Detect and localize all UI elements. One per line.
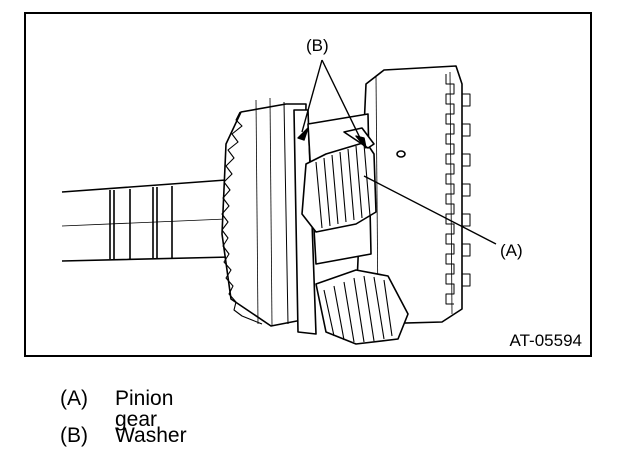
carrier-housing: [355, 65, 471, 325]
legend-key: (A): [60, 387, 88, 410]
pinion-gear-lower: [315, 269, 409, 345]
leader-lines: [297, 59, 497, 245]
shaft: [61, 179, 232, 262]
legend-key: (B): [60, 424, 88, 447]
figure-frame: (B) (A) AT-05594: [24, 12, 592, 357]
figure-id: AT-05594: [509, 331, 582, 350]
ring-gear: [221, 97, 317, 335]
legend-text: Pinion gear: [115, 387, 174, 431]
gear-assembly-drawing: [61, 59, 497, 345]
callout-pinion-gear: (A): [500, 241, 523, 260]
legend-text: Washer: [115, 424, 187, 447]
callout-washer: (B): [306, 36, 329, 55]
